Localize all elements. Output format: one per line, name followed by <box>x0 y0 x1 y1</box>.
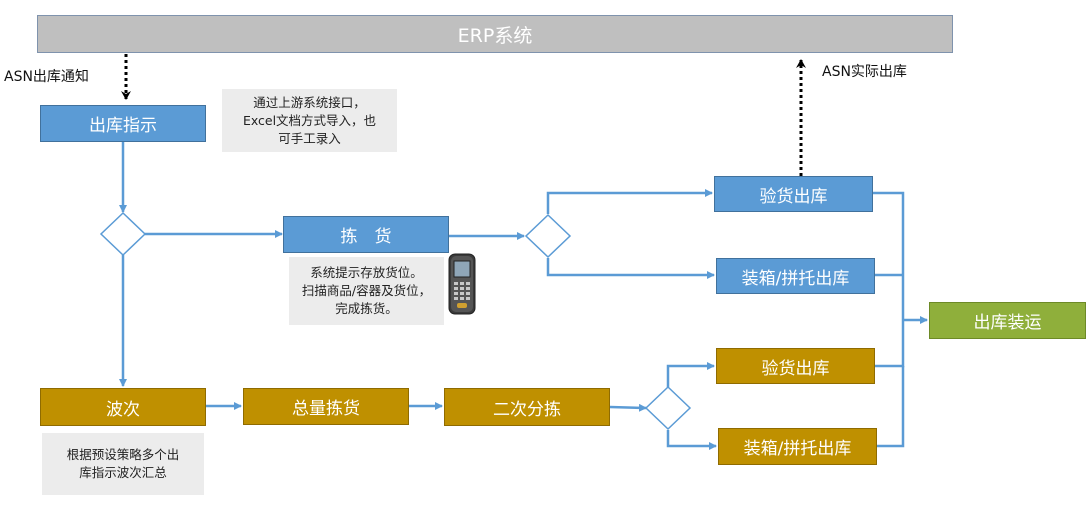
handheld-scanner-icon <box>448 253 476 315</box>
connector-inspect-top-ship <box>873 191 905 320</box>
node-secondary-sort: 二次分拣 <box>444 388 610 426</box>
asn-notice-label: ASN出库通知 <box>4 69 89 85</box>
connector-secondary-diamond <box>609 403 647 412</box>
decision-diamond-2 <box>524 213 572 259</box>
node-outbound-instruction: 出库指示 <box>40 105 206 142</box>
erp-system-bar: ERP系统 <box>37 15 953 53</box>
note-line: 根据预设策略多个出 <box>66 447 180 462</box>
note-line: 扫描商品/容器及货位， <box>301 283 432 298</box>
note-line: 系统提示存放货位。 <box>310 265 423 280</box>
connector-diamond-inspect-top <box>546 189 713 214</box>
note-line: 库指示波次汇总 <box>79 465 167 480</box>
decision-diamond-1 <box>99 211 147 257</box>
note-wave: 根据预设策略多个出 库指示波次汇总 <box>42 433 204 495</box>
node-inspect-out-top: 验货出库 <box>714 176 873 212</box>
note-line: 可手工录入 <box>278 130 341 146</box>
note-picking: 系统提示存放货位。 扫描商品/容器及货位， 完成拣货。 <box>289 257 444 325</box>
note-line: Excel文档方式导入，也 <box>242 112 377 128</box>
node-pack-out-top: 装箱/拼托出库 <box>716 258 875 294</box>
asn-actual-label: ASN实际出库 <box>822 64 907 80</box>
node-picking: 拣 货 <box>283 216 449 253</box>
node-ship: 出库装运 <box>929 302 1086 339</box>
connector-pack-bottom-ship <box>877 366 905 448</box>
note-instruction: 通过上游系统接口， Excel文档方式导入，也 可手工录入 <box>222 89 397 152</box>
node-inspect-out-bottom: 验货出库 <box>716 348 875 384</box>
connector-diamond-inspect-bottom <box>666 362 715 387</box>
connector-diamond-pack-top <box>546 258 715 279</box>
note-line: 通过上游系统接口， <box>253 94 366 110</box>
node-wave: 波次 <box>40 388 206 426</box>
decision-diamond-3 <box>644 385 692 431</box>
note-line: 完成拣货。 <box>335 301 398 316</box>
connector-diamond-pack-bottom <box>666 430 717 450</box>
connector-inspect-bottom-ship <box>875 320 905 368</box>
node-pack-out-bottom: 装箱/拼托出库 <box>718 428 877 465</box>
node-total-picking: 总量拣货 <box>243 388 409 425</box>
